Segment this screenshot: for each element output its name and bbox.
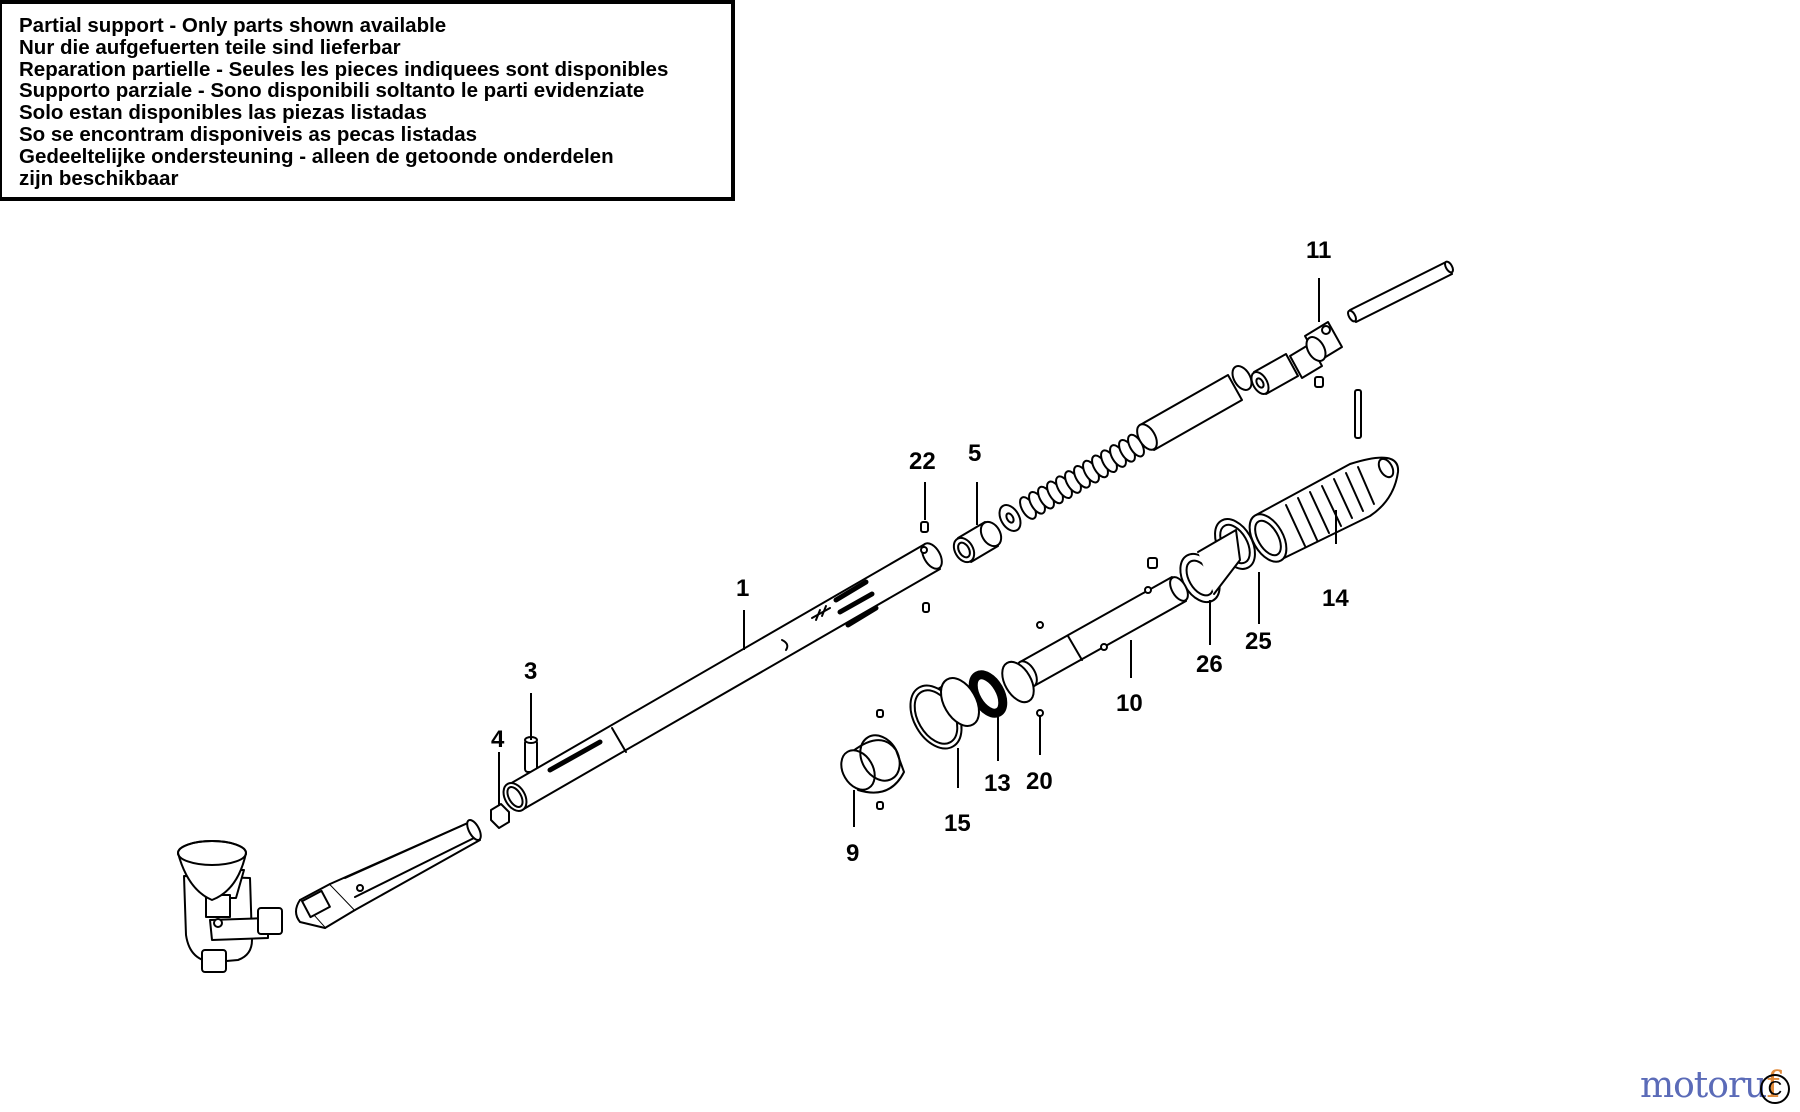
spring (1019, 433, 1145, 520)
callout-9: 9 (846, 840, 859, 867)
ratchet-head (177, 840, 283, 973)
part-11-rod (1347, 260, 1454, 323)
part-9-cap (840, 709, 905, 810)
part-5-bushing (952, 520, 1003, 564)
callout-14: 14 (1322, 585, 1349, 612)
partial-support-notice: Partial support - Only parts shown avail… (0, 0, 735, 201)
notice-line-de: Nur die aufgefuerten teile sind lieferba… (19, 35, 401, 59)
part-10-tube (1016, 576, 1189, 688)
adjuster-rod (1136, 321, 1343, 451)
callout-15: 15 (944, 810, 971, 837)
callout-3: 3 (524, 658, 537, 685)
leader-lines (498, 278, 1337, 827)
callout-13: 13 (984, 770, 1011, 797)
callout-5: 5 (968, 440, 981, 467)
notice-line-nl-cont: zijn beschikbaar (19, 166, 179, 190)
part-10-ring-end (1001, 660, 1035, 704)
part-1-main-tube (502, 542, 943, 812)
part-3-pin (524, 736, 538, 773)
callout-11: 11 (1306, 237, 1331, 264)
handle-pin (1354, 389, 1362, 439)
notice-line-pt: So se encontram disponiveis as pecas lis… (19, 122, 478, 146)
notice-line-en: Partial support - Only parts shown avail… (19, 14, 447, 37)
part-4-cube (490, 803, 510, 829)
notice-line-es: Solo estan disponibles las piezas listad… (19, 101, 427, 125)
washer (998, 504, 1022, 532)
callout-4: 4 (491, 726, 505, 753)
motoruf-watermark-logo: motoruf (1640, 1065, 1780, 1106)
extension-bar (295, 819, 482, 929)
callout-22: 22 (909, 448, 936, 475)
notice-line-fr: Reparation partielle - Seules les pieces… (19, 57, 669, 81)
part-15-cap (909, 677, 980, 750)
notice-line-it: Supporto parziale - Sono disponibili sol… (19, 79, 645, 103)
part-22-screw (920, 521, 929, 533)
watermark-main: motoru (1640, 1065, 1767, 1106)
callout-1: 1 (736, 575, 749, 602)
callout-26: 26 (1196, 651, 1223, 678)
callout-10: 10 (1116, 690, 1143, 717)
notice-line-nl: Gedeeltelijke ondersteuning - alleen de … (19, 144, 614, 168)
part-callouts: 1 3 4 5 9 10 11 13 14 15 20 22 25 26 (491, 237, 1349, 867)
part-20-pin (1036, 709, 1044, 717)
callout-20: 20 (1026, 768, 1053, 795)
callout-25: 25 (1245, 628, 1272, 655)
copyright-mark: C (1760, 1074, 1790, 1104)
part-14-handle-grip (1248, 456, 1400, 563)
